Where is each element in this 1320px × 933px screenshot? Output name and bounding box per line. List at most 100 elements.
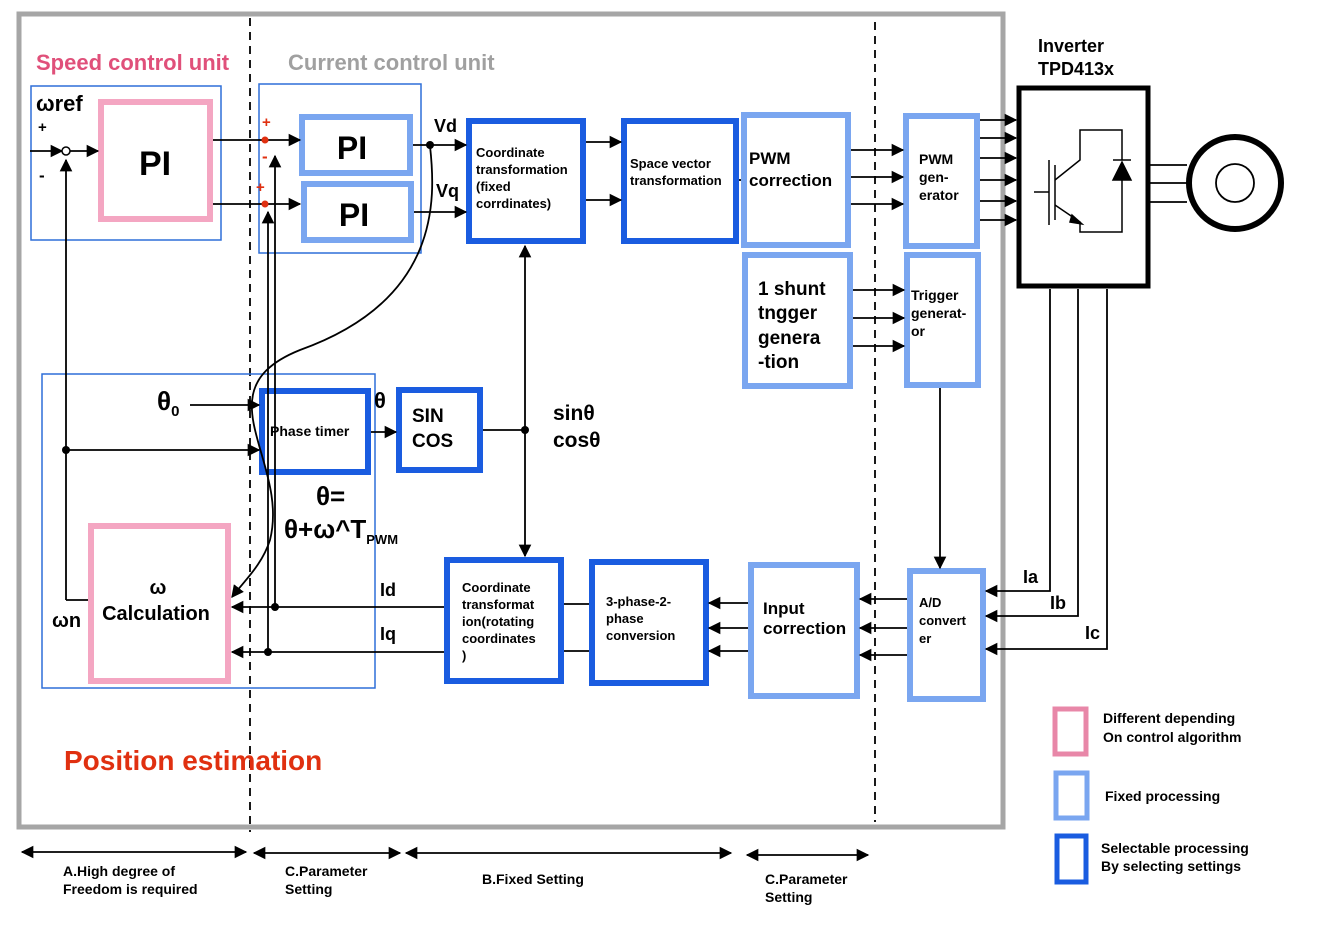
outer-frame: [16, 11, 1006, 830]
coord-fixed-line1: Coordinate: [476, 145, 545, 160]
q-summing-node: [261, 200, 269, 208]
legend-dark-swatch: [1054, 833, 1089, 885]
theta0-label: θ0: [157, 386, 179, 420]
coord-fixed-block: [466, 118, 586, 244]
three-phase-block: [589, 559, 709, 686]
legend-dark-line2: By selecting settings: [1101, 858, 1241, 874]
inverter-title-line2: TPD413x: [1038, 59, 1114, 79]
ib-label: Ib: [1050, 593, 1066, 613]
id-label: Id: [380, 580, 396, 600]
legend-light-swatch: [1053, 770, 1090, 821]
legend-pink-swatch: [1052, 706, 1089, 757]
shunt-line4: -tion: [758, 352, 799, 373]
input-correction-line2: correction: [763, 619, 846, 638]
vq-label: Vq: [436, 181, 459, 201]
three-phase-line1: 3-phase-2-: [606, 594, 671, 609]
inverter-title-line1: Inverter: [1038, 36, 1104, 56]
setting-a-line1: A.High degree of: [63, 863, 175, 879]
sincos-line1: SIN: [412, 406, 444, 427]
ad-converter-block: [907, 568, 986, 702]
ad-converter-line3: er: [919, 631, 931, 646]
pwm-generator-block: [903, 113, 980, 249]
position-unit-label: Position estimation: [64, 745, 322, 776]
position-unit-box: [41, 373, 376, 689]
vd-label: Vd: [434, 116, 457, 136]
shunt-line3: genera: [758, 328, 821, 349]
pi-q-block: [301, 181, 414, 243]
current-unit-box: [258, 83, 422, 254]
q-plus-sign: +: [256, 179, 265, 196]
coord-rot-line2: transformat: [462, 597, 535, 612]
cos-label: cosθ: [553, 429, 601, 452]
omega-calc-line1: ω: [150, 577, 167, 599]
phase-timer-label: Phase timer: [270, 423, 350, 439]
omega-n-label: ωn: [52, 610, 81, 632]
coord-rot-line3: ion(rotating: [462, 614, 534, 629]
coord-rot-block: [444, 557, 564, 684]
ad-converter-line2: convert: [919, 613, 967, 628]
d-plus-sign: +: [262, 114, 271, 131]
setting-b-label: B.Fixed Setting: [482, 871, 584, 887]
space-vector-line2: transformation: [630, 173, 722, 188]
setting-c1-line2: Setting: [285, 881, 332, 897]
pi-d-block: [299, 114, 413, 176]
iq-label: Iq: [380, 624, 396, 644]
trigger-line1: Trigger: [911, 287, 959, 303]
trigger-line3: or: [911, 323, 926, 339]
legend-pink-line2: On control algorithm: [1103, 729, 1241, 745]
inverter-input-arrows: [980, 113, 1018, 227]
pi-speed-block: [98, 99, 213, 222]
theta-eq-line1: θ=: [316, 481, 345, 511]
coord-rot-line4: coordinates: [462, 631, 536, 646]
omega-calc-block: [88, 523, 231, 684]
input-correction-line1: Input: [763, 599, 805, 618]
sin-label: sinθ: [553, 402, 595, 425]
speed-unit-box: [30, 85, 222, 241]
junction-dots: [62, 141, 529, 656]
theta-eq-line2: θ+ω^TPWM: [284, 514, 398, 547]
trigger-line2: generat-: [911, 305, 967, 321]
inverter-block: [1016, 85, 1151, 289]
d-summing-node: [261, 136, 269, 144]
setting-c2-line1: C.Parameter: [765, 871, 848, 887]
omega-ref-label: ωref: [36, 91, 83, 116]
coord-rot-line1: Coordinate: [462, 580, 531, 595]
pwm-correction-block: [741, 112, 851, 248]
pwm-generator-line3: erator: [919, 187, 959, 203]
pi-d-label: PI: [337, 130, 367, 166]
d-minus-sign: -: [262, 147, 268, 166]
input-correction-block: [748, 562, 860, 699]
trigger-generator-block: [904, 252, 981, 388]
coord-fixed-line2: transformation: [476, 162, 568, 177]
pi-speed-label: PI: [139, 145, 171, 183]
ad-converter-line1: A/D: [919, 595, 941, 610]
legend-dark-line1: Selectable processing: [1101, 840, 1249, 856]
omega-calc-line2: Calculation: [102, 603, 210, 625]
ia-label: Ia: [1023, 567, 1039, 587]
ic-label: Ic: [1085, 623, 1100, 643]
pwm-generator-line2: gen-: [919, 169, 949, 185]
three-phase-line2: phase: [606, 611, 644, 626]
coord-rot-line5: ): [462, 648, 466, 663]
current-unit-label: Current control unit: [288, 50, 495, 75]
setting-a-line2: Freedom is required: [63, 881, 198, 897]
pwm-correction-line2: correction: [749, 171, 832, 190]
setting-c1-line1: C.Parameter: [285, 863, 368, 879]
setting-arrows: [20, 845, 870, 862]
shunt-line1: 1 shunt: [758, 279, 826, 300]
shunt-line2: tngger: [758, 303, 818, 324]
igbt-symbol-icon: [1034, 129, 1133, 233]
legend-pink-line1: Different depending: [1103, 710, 1235, 726]
pwm-generator-line1: PWM: [919, 151, 953, 167]
speed-unit-label: Speed control unit: [36, 50, 230, 75]
coord-fixed-line3: (fixed: [476, 179, 511, 194]
setting-c2-line2: Setting: [765, 889, 812, 905]
phase-timer-block: [259, 388, 371, 475]
coord-fixed-line4: corrdinates): [476, 196, 551, 211]
sincos-block: [396, 387, 483, 473]
motor-icon: [1150, 134, 1284, 232]
legend-light-label: Fixed processing: [1105, 788, 1220, 804]
space-vector-block: [621, 118, 739, 244]
theta-label: θ: [374, 388, 386, 413]
